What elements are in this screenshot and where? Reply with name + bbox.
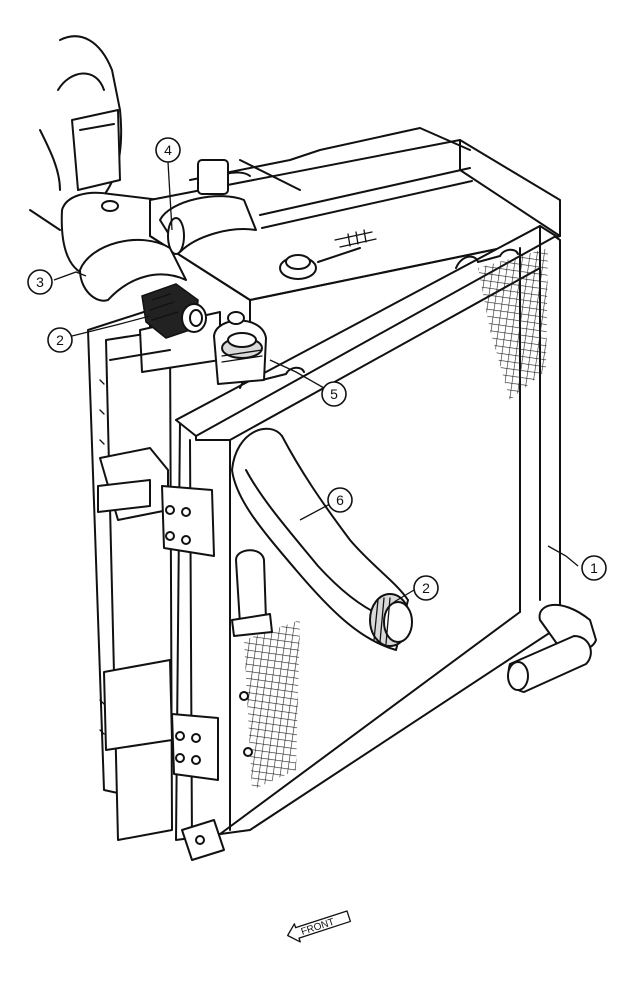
callout-3: 3 <box>27 269 53 295</box>
radiator-core-frame <box>175 225 561 861</box>
upper-tank <box>149 127 561 331</box>
callout-5-label: 5 <box>330 386 338 402</box>
outlet-pipe <box>507 603 597 693</box>
callout-4-label: 4 <box>164 142 172 158</box>
callout-2-lower: 2 <box>413 575 439 601</box>
callout-2-upper-label: 2 <box>56 332 64 348</box>
lower-hose <box>231 427 409 651</box>
callout-2-upper: 2 <box>47 327 73 353</box>
callout-3-label: 3 <box>36 274 44 290</box>
lower-mounting-bracket <box>103 659 253 781</box>
callout-bubbles: 1 2 2 3 4 5 6 <box>27 137 607 601</box>
callout-2-lower-label: 2 <box>422 580 430 596</box>
upper-mounting-bracket <box>97 447 215 557</box>
callout-1-label: 1 <box>590 560 598 576</box>
callout-1: 1 <box>581 555 607 581</box>
radiator-cap <box>279 229 377 280</box>
callout-5: 5 <box>321 381 347 407</box>
hose-clamp-upper <box>141 283 207 339</box>
outlet-neck <box>213 311 267 385</box>
callout-6: 6 <box>327 487 353 513</box>
hose-clamp-lower <box>369 593 413 647</box>
front-direction-marker: FRONT <box>287 910 352 943</box>
upper-hose <box>79 195 257 302</box>
callout-4: 4 <box>155 137 181 163</box>
drain-stub <box>231 549 273 637</box>
callout-6-label: 6 <box>336 492 344 508</box>
callout-leaders <box>53 161 579 603</box>
